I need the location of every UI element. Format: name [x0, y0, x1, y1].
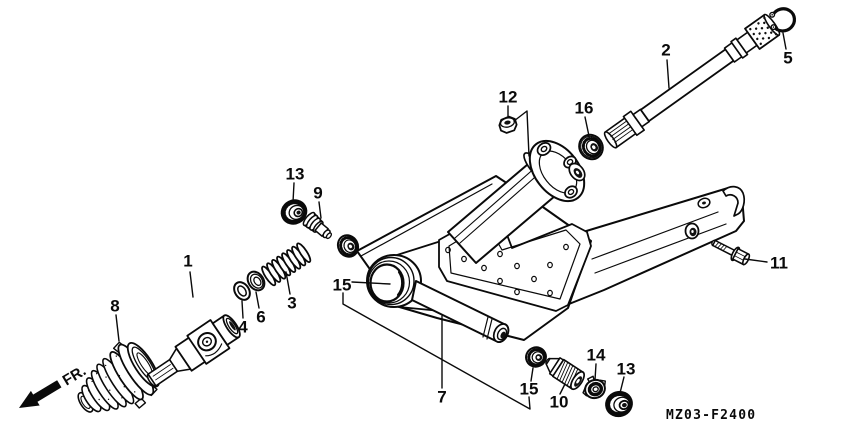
flange-nut [498, 115, 518, 134]
rubber-boot [77, 341, 160, 413]
lock-washer [582, 375, 606, 400]
shaft-bearing [578, 133, 604, 161]
output-flange [528, 139, 586, 203]
snap-ring [769, 7, 796, 33]
coil-spring [261, 242, 312, 287]
boot-stipple [88, 355, 138, 401]
pivot-adjuster-bolt [545, 357, 585, 391]
cross-tube [411, 280, 510, 344]
pivot-bearing-lower [525, 346, 547, 368]
seal-ring [246, 270, 266, 292]
universal-joint [146, 314, 241, 387]
spring-seat [302, 211, 333, 240]
propeller-shaft [603, 13, 781, 149]
diagram-code: MZ03-F2400 [666, 408, 757, 423]
leader-lines [115, 32, 787, 410]
front-direction-arrow: FR. [19, 362, 89, 408]
clevis-hook [722, 185, 746, 217]
knurled-cap-lower [605, 390, 633, 418]
washer [233, 281, 251, 301]
pinch-bolt [711, 239, 751, 266]
shaft-knurl-dots [749, 16, 778, 46]
knurled-cap-upper [280, 199, 308, 225]
pivot-cylinder [366, 241, 442, 312]
swingarm-right-arm [568, 185, 746, 305]
pivot-bearing-left [336, 234, 360, 258]
arrow-head-icon [19, 390, 40, 408]
